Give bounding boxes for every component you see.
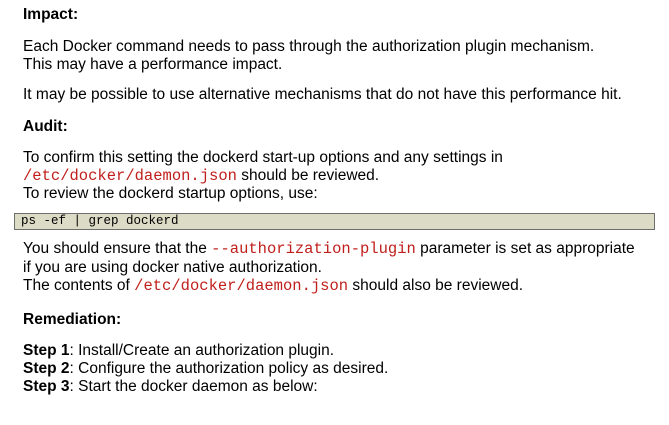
daemon-json-path: /etc/docker/daemon.json: [23, 167, 237, 185]
audit-p2-prefix: You should ensure that the: [23, 240, 212, 257]
step-1-label: Step 1: [23, 342, 70, 359]
command-code-block: ps -ef | grep dockerd: [14, 213, 655, 230]
impact-heading: Impact:: [23, 6, 79, 23]
authorization-plugin-flag: --authorization-plugin: [211, 240, 416, 258]
audit-paragraph-line-3: To review the dockerd startup options, u…: [23, 185, 318, 202]
daemon-json-path-2: /etc/docker/daemon.json: [134, 277, 349, 295]
audit-paragraph-2-line-3: The contents of /etc/docker/daemon.json …: [23, 277, 523, 295]
audit-p2-suffix: parameter is set as appropriate: [415, 240, 635, 257]
remediation-step-2: Step 2: Configure the authorization poli…: [23, 360, 388, 378]
impact-paragraph-line-2: This may have a performance impact.: [23, 56, 283, 73]
audit-paragraph-2-line-1: You should ensure that the --authorizati…: [23, 240, 635, 258]
step-3-label: Step 3: [23, 378, 70, 395]
step-1-text: : Install/Create an authorization plugin…: [69, 342, 335, 359]
audit-p2-line3-suffix: should also be reviewed.: [348, 277, 524, 294]
impact-paragraph-2: It may be possible to use alternative me…: [23, 86, 622, 103]
remediation-heading: Remediation:: [23, 311, 122, 328]
audit-paragraph-line-1: To confirm this setting the dockerd star…: [23, 149, 503, 166]
step-2-label: Step 2: [23, 360, 70, 377]
impact-paragraph-line-1: Each Docker command needs to pass throug…: [23, 38, 595, 55]
step-2-text: : Configure the authorization policy as …: [69, 360, 389, 377]
audit-paragraph-line-2-suffix: should be reviewed.: [236, 167, 380, 184]
audit-paragraph-line-2: /etc/docker/daemon.json should be review…: [23, 167, 379, 185]
step-3-text: : Start the docker daemon as below:: [69, 378, 318, 395]
remediation-step-3: Step 3: Start the docker daemon as below…: [23, 378, 318, 396]
audit-p2-line3-prefix: The contents of: [23, 277, 135, 294]
audit-paragraph-2-line-2: if you are using docker native authoriza…: [23, 259, 322, 276]
audit-heading: Audit:: [23, 118, 68, 135]
remediation-step-1: Step 1: Install/Create an authorization …: [23, 342, 334, 360]
